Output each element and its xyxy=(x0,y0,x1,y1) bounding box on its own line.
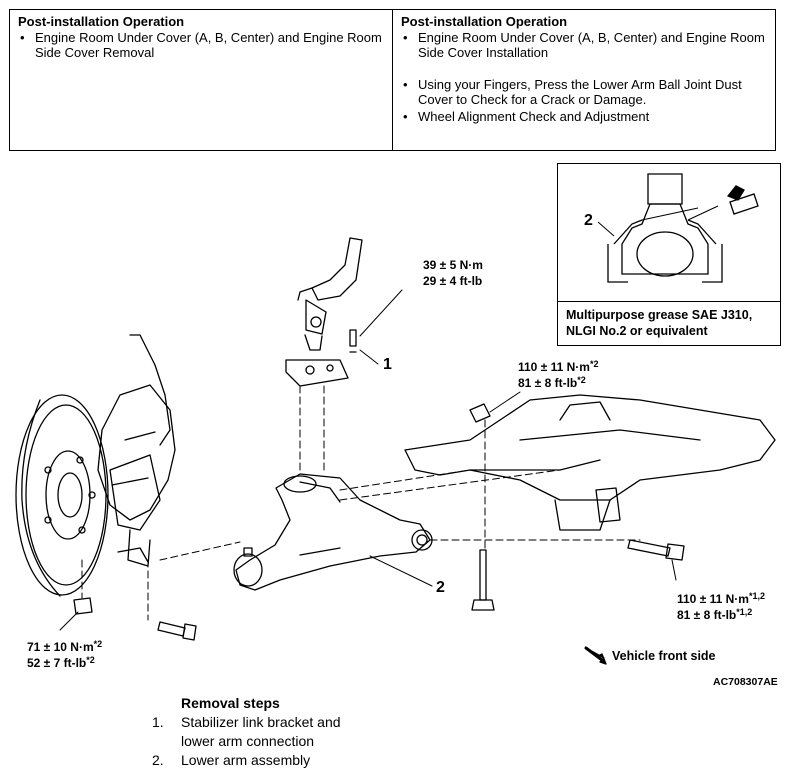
torque-rear-nut-nm: 110 ± 11 N·m*2 xyxy=(518,359,599,375)
callout-1: 1 xyxy=(383,356,392,373)
post-installation-table: Post-installation Operation Engine Room … xyxy=(9,9,776,151)
stabilizer-link-illustration xyxy=(285,237,363,387)
knuckle-caliper-illustration xyxy=(97,334,176,567)
lower-arm-illustration xyxy=(233,473,433,591)
torque-rear-nut-ftlb: 81 ± 8 ft-lb*2 xyxy=(518,375,586,391)
post-installation-left-item: Engine Room Under Cover (A, B, Center) a… xyxy=(18,30,384,60)
lower-arm-exploded-diagram xyxy=(15,237,776,665)
leader-lines xyxy=(59,289,677,631)
grease-inset: 2 Multipurpose grease SAE J310, NLGI No.… xyxy=(557,163,781,346)
post-installation-right-item: Using your Fingers, Press the Lower Arm … xyxy=(401,77,767,107)
removal-steps-title: Removal steps xyxy=(181,695,280,711)
removal-steps: Removal steps 1. Stabilizer link bracket… xyxy=(152,694,341,770)
post-installation-left: Post-installation Operation Engine Room … xyxy=(10,10,392,150)
removal-step-number: 2. xyxy=(152,752,164,768)
post-installation-right-item: Engine Room Under Cover (A, B, Center) a… xyxy=(401,30,767,60)
torque-front-bolt-ftlb: 81 ± 8 ft-lb*1,2 xyxy=(677,607,753,623)
assembly-lines xyxy=(81,385,641,621)
torque-stabilizer-ftlb: 29 ± 4 ft-lb xyxy=(423,274,483,288)
removal-step: 2. Lower arm assembly xyxy=(152,751,341,770)
callout-2: 2 xyxy=(436,579,445,596)
vehicle-front-arrow-icon xyxy=(584,646,607,665)
post-installation-right-title: Post-installation Operation xyxy=(401,14,568,29)
torque-stabilizer-nm: 39 ± 5 N·m xyxy=(423,258,483,272)
post-installation-left-title: Post-installation Operation xyxy=(18,14,185,29)
ball-joint-illustration xyxy=(597,173,759,283)
inset-callout-2: 2 xyxy=(584,212,593,229)
torque-ball-joint-ftlb: 52 ± 7 ft-lb*2 xyxy=(27,655,95,671)
bolts-illustration xyxy=(73,403,685,641)
figure-code: AC708307AE xyxy=(713,676,778,688)
crossmember-illustration xyxy=(404,394,776,531)
post-installation-right-item: Wheel Alignment Check and Adjustment xyxy=(401,109,767,124)
post-installation-right: Post-installation Operation Engine Room … xyxy=(392,10,775,150)
removal-step-number: 1. xyxy=(152,714,164,730)
torque-ball-joint-nm: 71 ± 10 N·m*2 xyxy=(27,639,103,655)
grease-caption: Multipurpose grease SAE J310, NLGI No.2 … xyxy=(558,301,780,345)
removal-step-text: Lower arm assembly xyxy=(181,752,311,768)
vehicle-front-label: Vehicle front side xyxy=(612,649,716,663)
torque-front-bolt-nm: 110 ± 11 N·m*1,2 xyxy=(677,591,765,607)
brake-disc-illustration xyxy=(15,394,109,597)
